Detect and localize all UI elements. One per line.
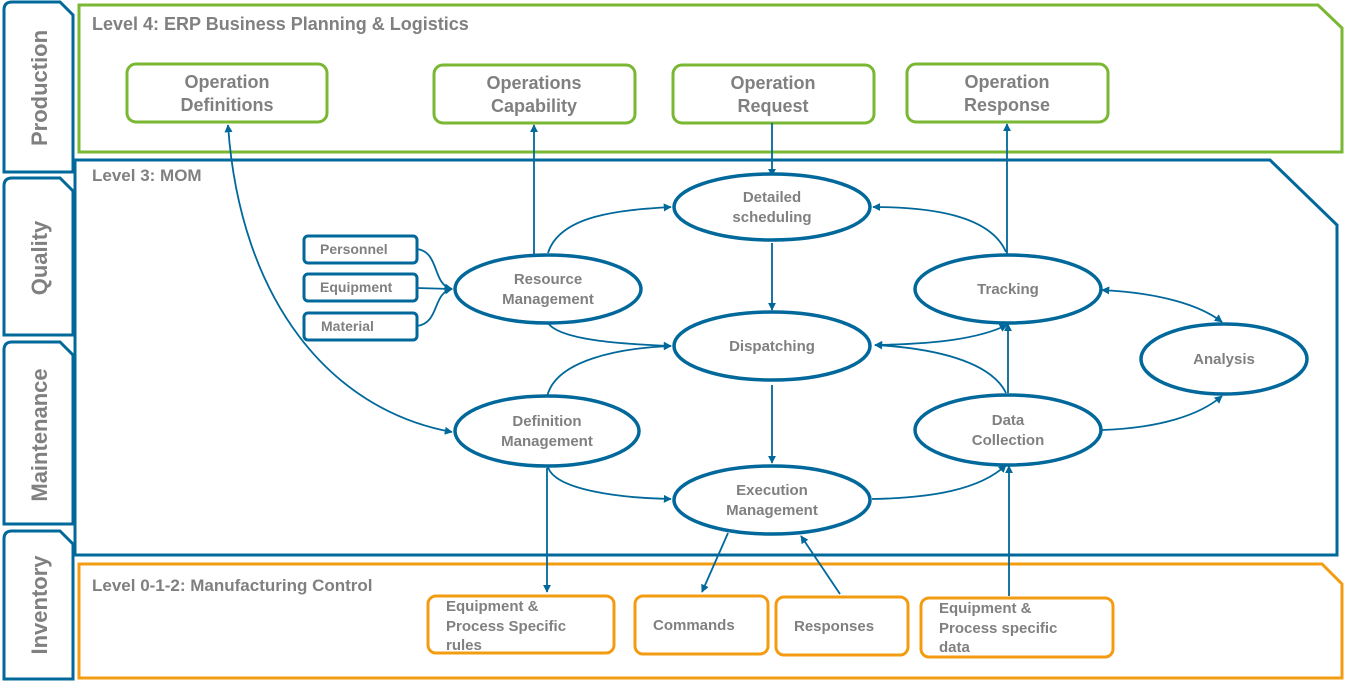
activity-tracking[interactable]: Tracking <box>913 253 1103 325</box>
side-tab-quality-label: Quality <box>27 220 52 295</box>
svg-text:Management: Management <box>502 291 594 308</box>
box-equipment-process-data[interactable]: Equipment & Process specific data <box>919 596 1115 659</box>
activity-dispatching[interactable]: Dispatching <box>672 310 872 382</box>
activity-detailed-scheduling[interactable]: Detailed scheduling <box>672 172 872 242</box>
resource-equipment[interactable]: Equipment <box>302 272 419 303</box>
resource-material[interactable]: Material <box>302 311 419 342</box>
side-tab-production[interactable]: Production <box>2 0 75 174</box>
svg-text:Request: Request <box>737 96 808 116</box>
svg-text:Operation: Operation <box>730 73 815 93</box>
svg-text:Collection: Collection <box>972 432 1045 449</box>
activity-analysis[interactable]: Analysis <box>1139 322 1309 396</box>
svg-text:Data: Data <box>992 412 1025 429</box>
activity-execution-management[interactable]: Execution Management <box>672 464 872 536</box>
svg-text:Operations: Operations <box>486 73 581 93</box>
svg-text:Tracking: Tracking <box>977 281 1039 298</box>
box-equipment-process-rules[interactable]: Equipment & Process Specific rules <box>426 594 616 655</box>
level3-title: Level 3: MOM <box>92 166 202 185</box>
svg-text:Definitions: Definitions <box>181 95 274 115</box>
svg-text:Equipment &: Equipment & <box>446 598 539 615</box>
level012-title: Level 0-1-2: Manufacturing Control <box>92 576 373 595</box>
svg-text:Personnel: Personnel <box>320 241 388 257</box>
svg-text:Execution: Execution <box>736 482 808 499</box>
svg-text:Material: Material <box>321 318 374 334</box>
svg-text:Definition: Definition <box>512 413 581 430</box>
arrow-personnel-resmgmt <box>416 248 453 292</box>
svg-text:Operation: Operation <box>184 72 269 92</box>
arrow-equipment-resmgmt <box>416 284 453 293</box>
box-responses[interactable]: Responses <box>774 595 910 657</box>
box-operations-capability[interactable]: Operations Capability <box>432 63 637 125</box>
arrow-resmgmt-dispatch <box>547 322 672 350</box>
svg-text:scheduling: scheduling <box>732 209 811 226</box>
side-tab-production-label: Production <box>27 30 52 146</box>
svg-text:Equipment: Equipment <box>320 279 393 295</box>
arrow-execution-commands <box>701 532 729 593</box>
side-tab-inventory-label: Inventory <box>27 555 52 655</box>
arrow-responses-execution <box>800 535 841 595</box>
svg-text:Resource: Resource <box>514 271 582 288</box>
arrow-tracking-detsched <box>872 203 1007 253</box>
svg-text:Responses: Responses <box>794 618 874 635</box>
connectors <box>224 123 1223 596</box>
side-tab-quality[interactable]: Quality <box>2 176 75 337</box>
svg-text:Response: Response <box>964 95 1050 115</box>
level3-panel: Level 3: MOM <box>73 158 1339 557</box>
side-tab-inventory[interactable]: Inventory <box>2 529 75 681</box>
box-operation-definitions[interactable]: Operation Definitions <box>125 62 329 124</box>
level4-title: Level 4: ERP Business Planning & Logisti… <box>92 14 469 34</box>
side-tab-maintenance-label: Maintenance <box>27 368 52 501</box>
svg-text:data: data <box>939 639 971 656</box>
arrow-datacoll-dispatch <box>874 341 1007 394</box>
box-operation-response[interactable]: Operation Response <box>905 62 1110 124</box>
arrow-opdef-defmgmt <box>224 124 453 435</box>
resource-personnel[interactable]: Personnel <box>302 234 419 265</box>
svg-text:Analysis: Analysis <box>1193 351 1255 368</box>
arrow-dispatch-tracking <box>874 324 1008 349</box>
svg-text:Detailed: Detailed <box>743 189 801 206</box>
box-operation-request[interactable]: Operation Request <box>671 63 876 125</box>
activity-data-collection[interactable]: Data Collection <box>913 393 1103 467</box>
activity-definition-management[interactable]: Definition Management <box>453 394 641 468</box>
svg-text:Equipment &: Equipment & <box>939 600 1032 617</box>
svg-text:Management: Management <box>501 433 593 450</box>
svg-text:Process specific: Process specific <box>939 620 1057 637</box>
svg-text:Dispatching: Dispatching <box>729 338 815 355</box>
arrow-resmgmt-detsched <box>547 203 672 254</box>
activity-resource-management[interactable]: Resource Management <box>453 253 643 325</box>
side-tab-maintenance[interactable]: Maintenance <box>2 340 75 526</box>
arrow-tracking-analysis <box>1101 286 1223 323</box>
svg-text:Capability: Capability <box>491 96 577 116</box>
arrow-defmgmt-execution <box>547 466 672 503</box>
svg-text:Management: Management <box>726 502 818 519</box>
arrow-datacoll-analysis <box>1101 395 1223 431</box>
arrow-defmgmt-dispatch <box>546 342 672 398</box>
svg-text:Commands: Commands <box>653 617 735 634</box>
arrow-material-resmgmt <box>416 286 453 327</box>
svg-text:Operation: Operation <box>964 72 1049 92</box>
svg-text:Process Specific: Process Specific <box>446 618 566 635</box>
box-commands[interactable]: Commands <box>633 594 770 656</box>
svg-text:rules: rules <box>446 637 482 654</box>
arrow-execution-datacoll <box>871 464 1007 500</box>
